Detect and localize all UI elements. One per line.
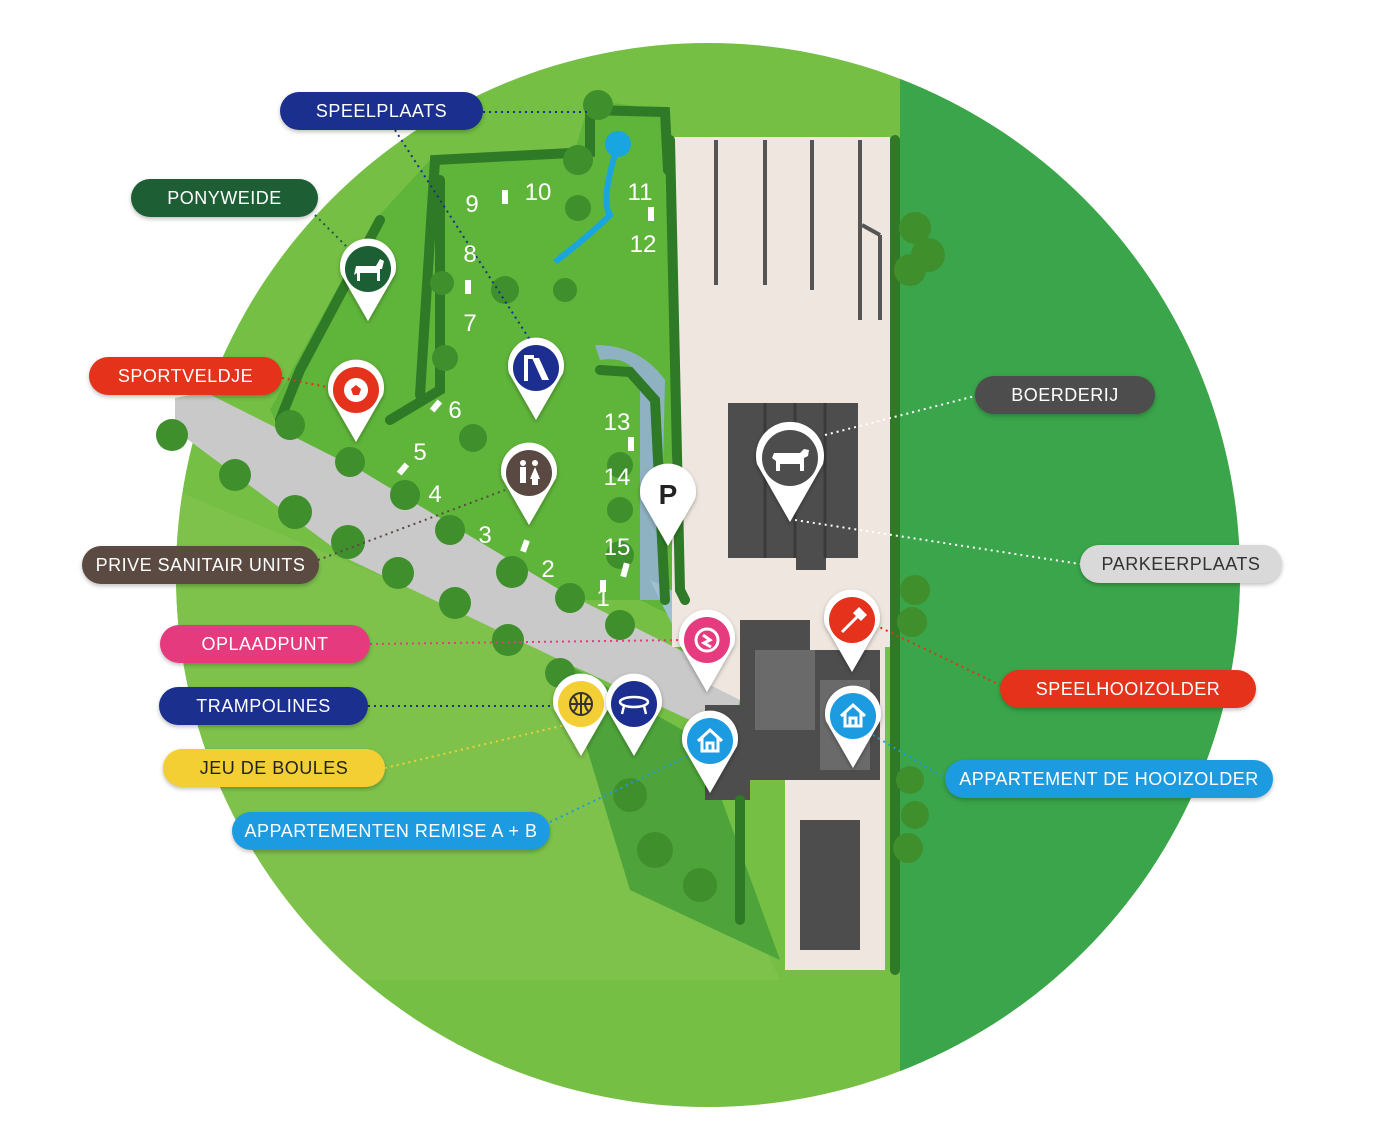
pitch-number: 3: [478, 522, 491, 549]
label-appartementen-remise[interactable]: APPARTEMENTEN REMISE A + B: [232, 812, 550, 850]
label-speelplaats[interactable]: SPEELPLAATS: [280, 92, 483, 130]
pond: [595, 345, 665, 600]
label-parkeerplaats[interactable]: PARKEERPLAATS: [1080, 545, 1282, 583]
pitch-number: 6: [448, 397, 461, 424]
label-trampolines[interactable]: TRAMPOLINES: [159, 687, 368, 725]
pitch-markers: [396, 190, 654, 592]
pitch-numbers: 1 2 3 4 5 6 7 8 9 10 11 12 13 14 15: [413, 179, 656, 612]
pitch-number: 8: [463, 241, 476, 268]
parking-icon: P: [659, 479, 678, 510]
house-icon: [696, 727, 724, 753]
pitch-number: 13: [604, 409, 631, 436]
pitch-number: 1: [596, 585, 609, 612]
label-sportveldje[interactable]: SPORTVELDJE: [89, 357, 282, 395]
remise-apartments-marker[interactable]: [682, 710, 738, 793]
trampoline-marker[interactable]: [606, 673, 662, 756]
pitch-number: 9: [465, 191, 478, 218]
parking-lines: [714, 140, 882, 320]
stream-source: [605, 131, 631, 157]
pitch-number: 2: [541, 556, 554, 583]
label-prive-sanitair-units[interactable]: PRIVE SANITAIR UNITS: [82, 546, 319, 584]
cow-icon: [772, 449, 809, 471]
pitch-number: 4: [428, 481, 441, 508]
house-icon: [839, 702, 867, 728]
shed-building: [800, 820, 860, 950]
road: [175, 392, 740, 735]
farm-marker[interactable]: [756, 421, 824, 522]
trampoline-icon: [618, 695, 650, 715]
hooizolder-apartment-marker[interactable]: [825, 685, 881, 768]
pitch-number: 15: [604, 534, 631, 561]
label-jeu-de-boules[interactable]: JEU DE BOULES: [163, 749, 385, 787]
fork-icon: [840, 606, 868, 634]
pitch-number: 14: [604, 464, 631, 491]
charging-marker[interactable]: [679, 609, 735, 692]
label-oplaadpunt[interactable]: OPLAADPUNT: [160, 625, 370, 663]
label-speelhooizolder[interactable]: SPEELHOOIZOLDER: [1000, 670, 1256, 708]
slide-icon: [524, 355, 549, 381]
pony-icon: [354, 259, 384, 281]
hayloft-play-marker[interactable]: [824, 589, 880, 672]
label-appartement-de-hooizolder[interactable]: APPARTEMENT DE HOOIZOLDER: [945, 760, 1273, 798]
football-icon: [344, 378, 368, 402]
pitch-number: 12: [630, 231, 657, 258]
playground-marker[interactable]: [508, 337, 564, 420]
parking-marker[interactable]: P: [640, 463, 696, 546]
field-strip: [560, 660, 780, 960]
pitch-number: 11: [628, 179, 653, 206]
sport-marker[interactable]: [328, 359, 384, 442]
boules-marker[interactable]: [553, 673, 609, 756]
pitch-number: 5: [413, 439, 426, 466]
label-boerderij[interactable]: BOERDERIJ: [975, 376, 1155, 414]
label-ponyweide[interactable]: PONYWEIDE: [131, 179, 318, 217]
trees: [156, 90, 945, 902]
toilet-icon: [520, 460, 540, 485]
leader-lines: [281, 111, 1081, 823]
pony-marker[interactable]: [340, 238, 396, 321]
pitch-number: 7: [463, 310, 476, 337]
charging-icon: [694, 627, 720, 653]
pitch-number: 10: [525, 179, 552, 206]
map-pins: P: [328, 238, 881, 793]
sanitary-marker[interactable]: [501, 442, 557, 525]
hedges: [275, 104, 900, 975]
boules-icon: [569, 692, 593, 716]
stream: [553, 144, 621, 265]
